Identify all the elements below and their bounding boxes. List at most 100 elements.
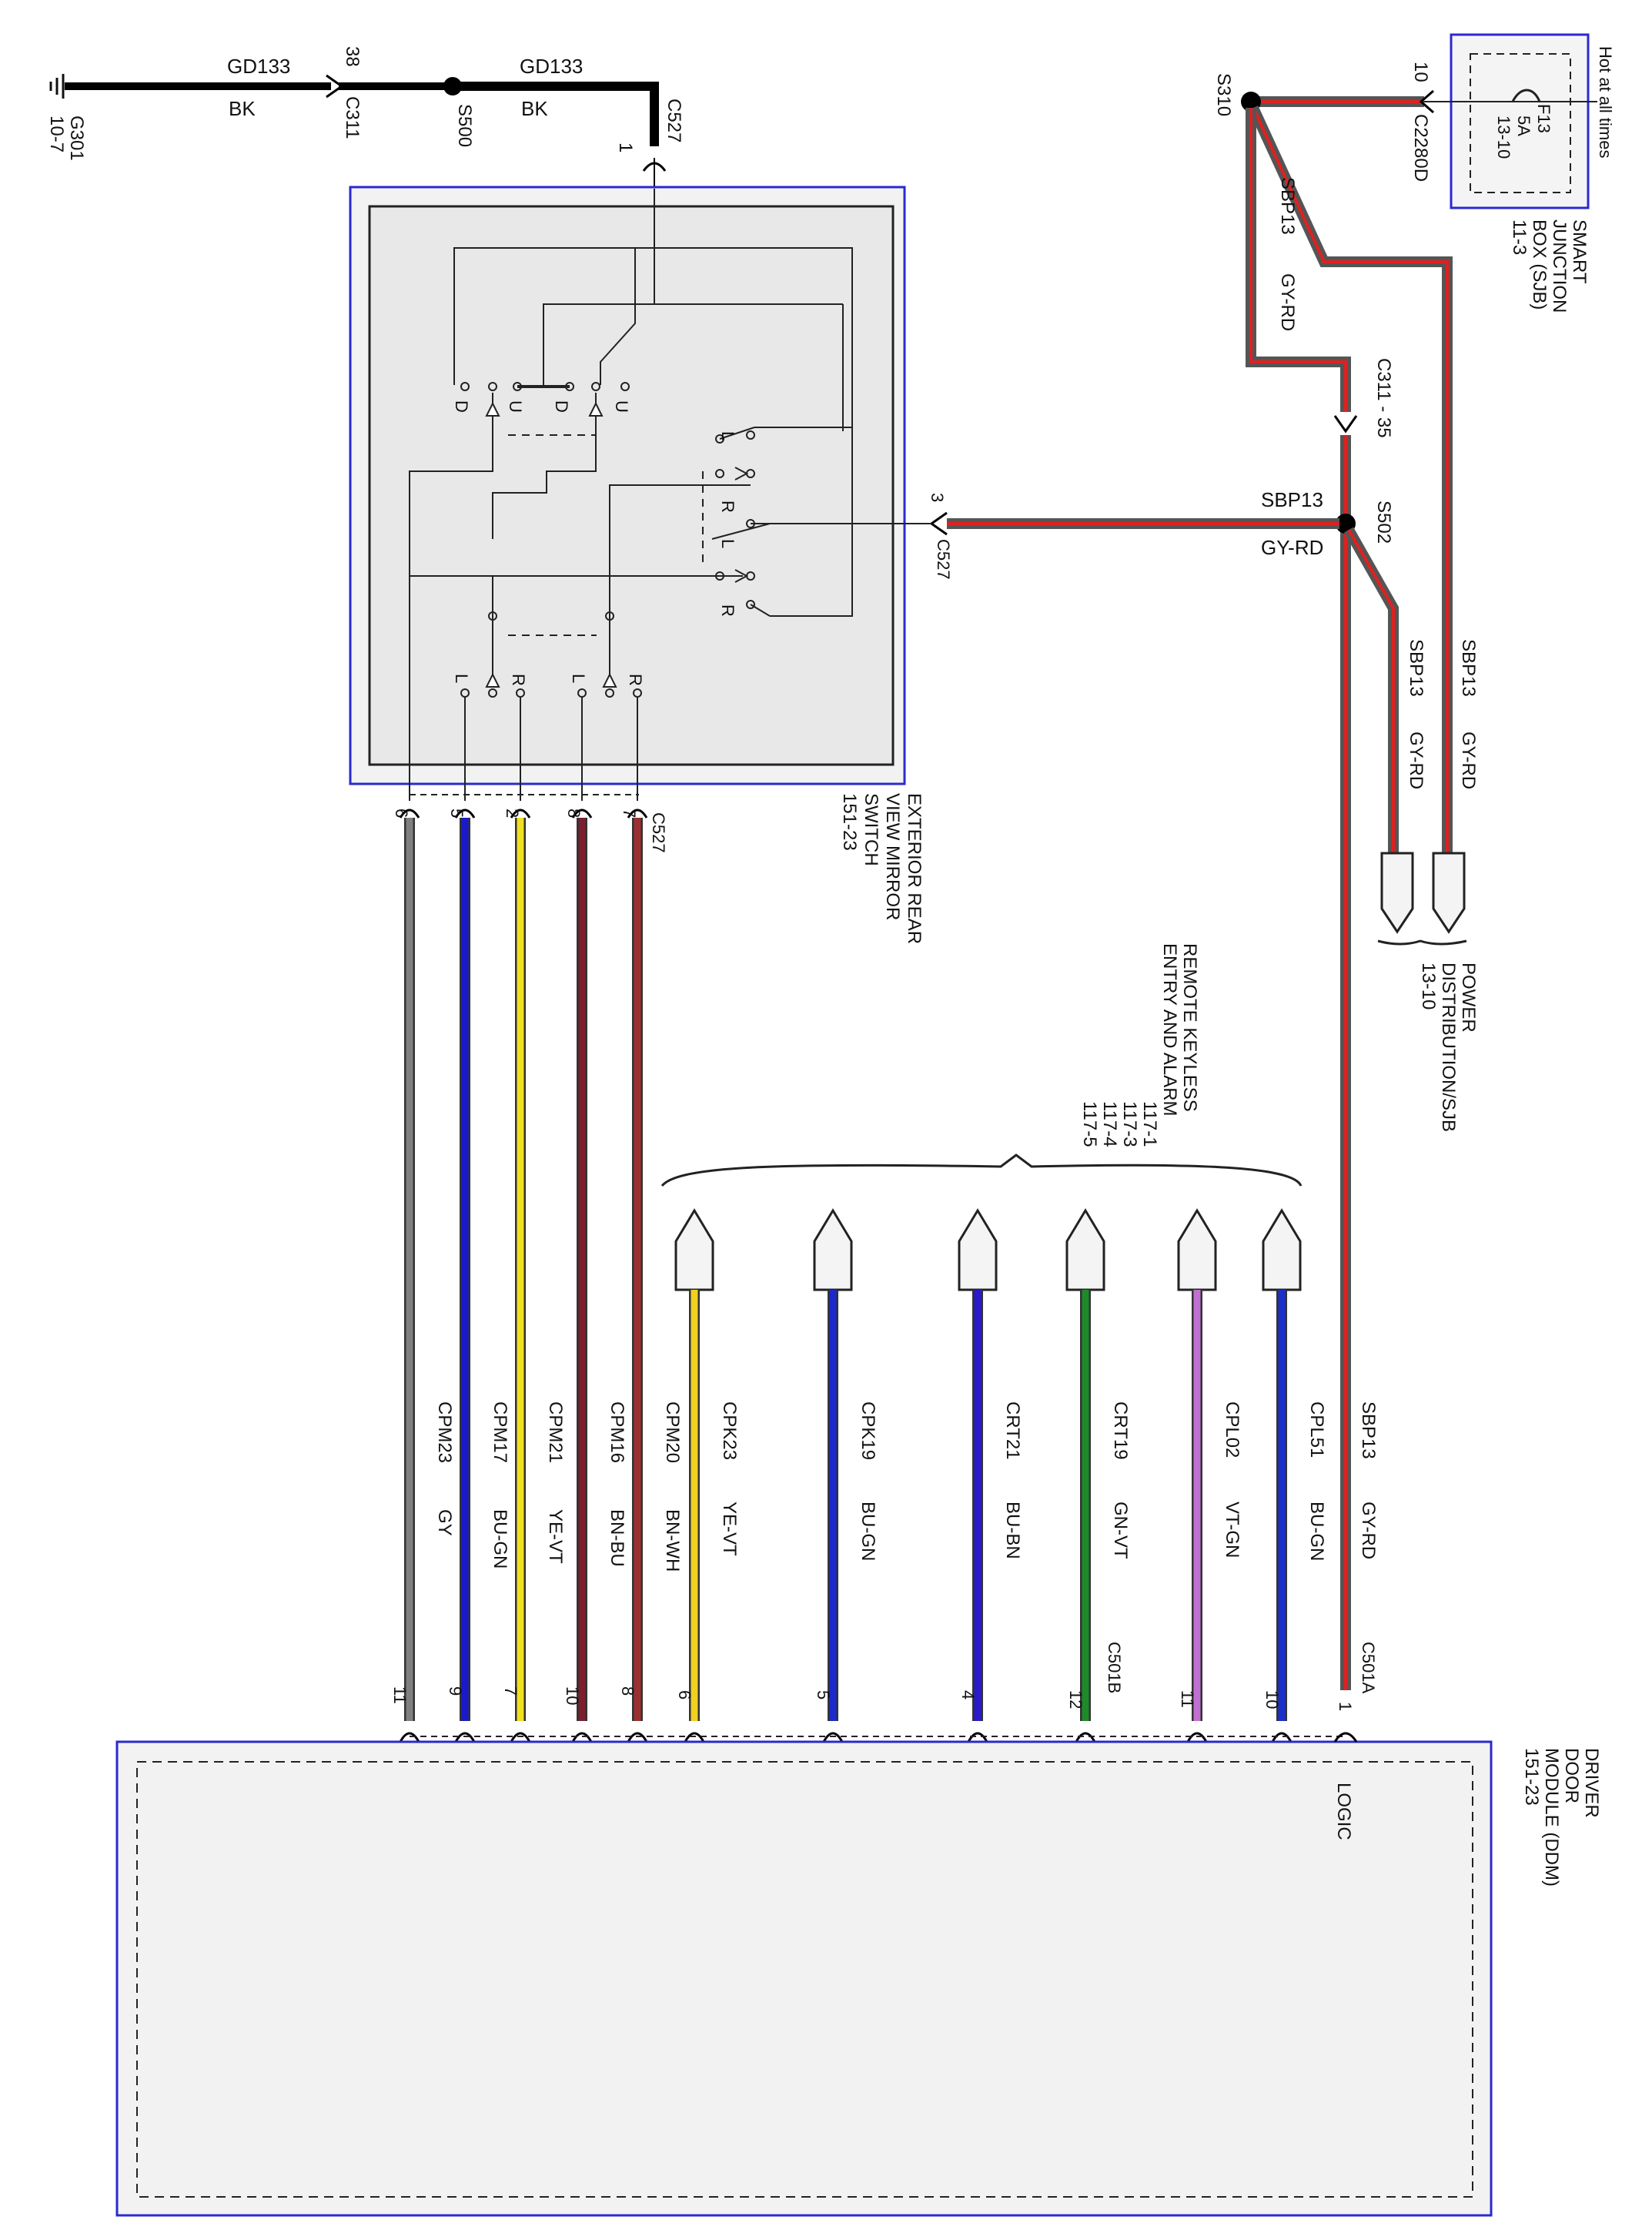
wire-color-label: YE-VT — [719, 1502, 740, 1556]
power-dist-ref: 13-10 — [1418, 963, 1439, 1010]
gyrd-label-2: GY-RD — [1261, 536, 1323, 559]
gyrd-label-1: GY-RD — [1277, 273, 1298, 331]
wire-circuit-label: CPL51 — [1306, 1401, 1327, 1458]
wire-circuit-label: CRT19 — [1110, 1401, 1131, 1460]
ground-symbol-icon — [49, 74, 65, 99]
ddm-pin-number: 10 — [563, 1686, 582, 1705]
rke-title-2: ENTRY AND ALARM — [1159, 943, 1180, 1117]
ddm-pin-number: 12 — [1066, 1690, 1085, 1709]
wire-color-label: BN-WH — [662, 1509, 683, 1572]
c527-pin-number: 8 — [564, 809, 584, 818]
fuse-ref: 13-10 — [1494, 116, 1513, 159]
c527-pin-arrow-icon — [571, 809, 593, 819]
s310-label: S310 — [1213, 73, 1234, 116]
rke-terminal-icon — [1177, 1208, 1217, 1291]
ddm-ref: 151-23 — [1521, 1748, 1542, 1806]
power-dist-terminal-2-icon — [1432, 852, 1466, 934]
power-dist-title-1: POWER — [1458, 963, 1479, 1033]
wire-circuit-label: CPL02 — [1222, 1401, 1242, 1458]
power-circuit: S310 SBP13 GY-RD C311 - 35 SBP13 GY-RD S… — [862, 73, 1479, 1690]
mirror-switch-ref: 151-23 — [839, 793, 860, 851]
ddm-pin-number: 11 — [1178, 1690, 1197, 1708]
sjb-connector-label: C2280D — [1410, 114, 1431, 182]
ddm-title-3: MODULE (DDM) — [1541, 1748, 1562, 1887]
sbp13-label-1: SBP13 — [1277, 177, 1298, 235]
driver-door-module: DRIVER DOOR MODULE (DDM) 151-23 C501A C5… — [115, 1642, 1602, 2217]
c527-pin3-label: 3 — [928, 493, 947, 502]
gd133-color-label-b: BK — [521, 97, 548, 120]
sjb-title-1: SMART — [1569, 219, 1590, 284]
gd133-color-label-a: BK — [229, 97, 256, 120]
power-dist-title-2: DISTRIBUTION/SJB — [1438, 963, 1459, 1132]
pos-u-2: U — [612, 400, 631, 413]
pos-r-3: R — [509, 674, 528, 686]
ddm-pin-arrow-icon — [822, 1732, 844, 1743]
wire-circuit-label: CPM16 — [607, 1401, 627, 1463]
pos-l-4: L — [569, 674, 588, 683]
sjb-title-2: JUNCTION — [1549, 219, 1570, 313]
ddm-pin-arrow-icon — [571, 1732, 593, 1743]
pos-l-3: L — [452, 674, 471, 683]
rke-terminal-icon — [1065, 1208, 1105, 1291]
sjb-fuse-box — [1470, 53, 1571, 193]
gyrd-label-4: GY-RD — [1458, 732, 1479, 789]
wire-color-label: VT-GN — [1222, 1502, 1242, 1558]
mirror-switch: D U D U L R L R L R L R EXTERIOR REAR VI… — [349, 186, 925, 944]
wire-color-label: BU-GN — [858, 1502, 878, 1561]
wire-circuit-label: CPM23 — [434, 1401, 455, 1463]
ddm-pin-arrow-icon — [1271, 1732, 1293, 1743]
mirror-switch-title-3: SWITCH — [861, 793, 881, 866]
power-dist-terminal-1-icon — [1380, 852, 1414, 934]
rke-ref-3: 117-4 — [1099, 1101, 1120, 1147]
s502-label: S502 — [1373, 501, 1394, 544]
pos-u-1: U — [506, 400, 525, 413]
c527-pin-number: 7 — [620, 809, 639, 818]
rke-terminal-icon — [674, 1208, 714, 1291]
fuse-name: F13 — [1534, 104, 1553, 133]
sbp13-label-2: SBP13 — [1261, 488, 1323, 511]
wire-circuit-label: CPM17 — [490, 1401, 510, 1463]
wire-color-label: GY — [434, 1509, 455, 1536]
sjb-ref: 11-3 — [1509, 219, 1530, 255]
pos-r-2: R — [718, 604, 737, 617]
splice-s500 — [443, 77, 462, 95]
wire-color-label: BN-BU — [607, 1509, 627, 1567]
c311-conn-label: C311 — [342, 96, 363, 139]
ddm-outer — [115, 1740, 1493, 2217]
logic-ddm-label: LOGIC — [1333, 1783, 1354, 1840]
pos-d-2: D — [552, 400, 571, 413]
logic-pin: 1 — [1336, 1702, 1355, 1711]
wire-circuit-label: CPK19 — [858, 1401, 878, 1460]
wire-circuit-label: CPM21 — [545, 1401, 566, 1463]
mirror-switch-title-1: EXTERIOR REAR — [904, 793, 925, 944]
sjb-outer — [1450, 33, 1590, 209]
ddm-pin-number: 6 — [675, 1690, 694, 1699]
c527-pin-arrow-icon — [627, 809, 648, 819]
c527-conn-label-top: C527 — [664, 99, 684, 142]
rke-title-1: REMOTE KEYLESS — [1179, 943, 1200, 1112]
sbp13-label-4: SBP13 — [1458, 639, 1479, 697]
smart-junction-box: 10 C2280D F13 5A 13-10 Hot at all times … — [1410, 33, 1615, 313]
c527-pin-arrow-icon — [510, 809, 531, 819]
sjb-pin-label: 10 — [1410, 62, 1431, 82]
logic-circuit-label: SBP13 — [1358, 1401, 1379, 1459]
fuse-f13-icon — [1511, 89, 1541, 102]
wire-color-label: YE-VT — [545, 1509, 566, 1564]
hot-at-all-times-label: Hot at all times — [1596, 46, 1615, 159]
ddm-pin-number: 11 — [390, 1686, 410, 1704]
c527-conn-label-bottom: C527 — [649, 812, 668, 853]
ddm-pin-number: 10 — [1262, 1690, 1282, 1709]
c527-pin-label-top: 1 — [615, 142, 636, 152]
c311-35-arrow-icon — [1333, 415, 1358, 434]
ddm-pin-arrow-icon — [1186, 1732, 1208, 1743]
mirror-switch-internals — [409, 189, 862, 801]
ddm-title-2: DOOR — [1561, 1748, 1582, 1803]
rke-ref-1: 117-1 — [1139, 1101, 1160, 1147]
logic-pin-arrow-icon — [1333, 1732, 1358, 1743]
c311-35-label: C311 - 35 — [1373, 358, 1394, 438]
c527-pin-arrow-icon — [399, 809, 420, 819]
wire-circuit-label: CPM20 — [662, 1401, 683, 1463]
ddm-pin-arrow-icon — [399, 1732, 420, 1743]
ddm-pin-arrow-icon — [1075, 1732, 1096, 1743]
